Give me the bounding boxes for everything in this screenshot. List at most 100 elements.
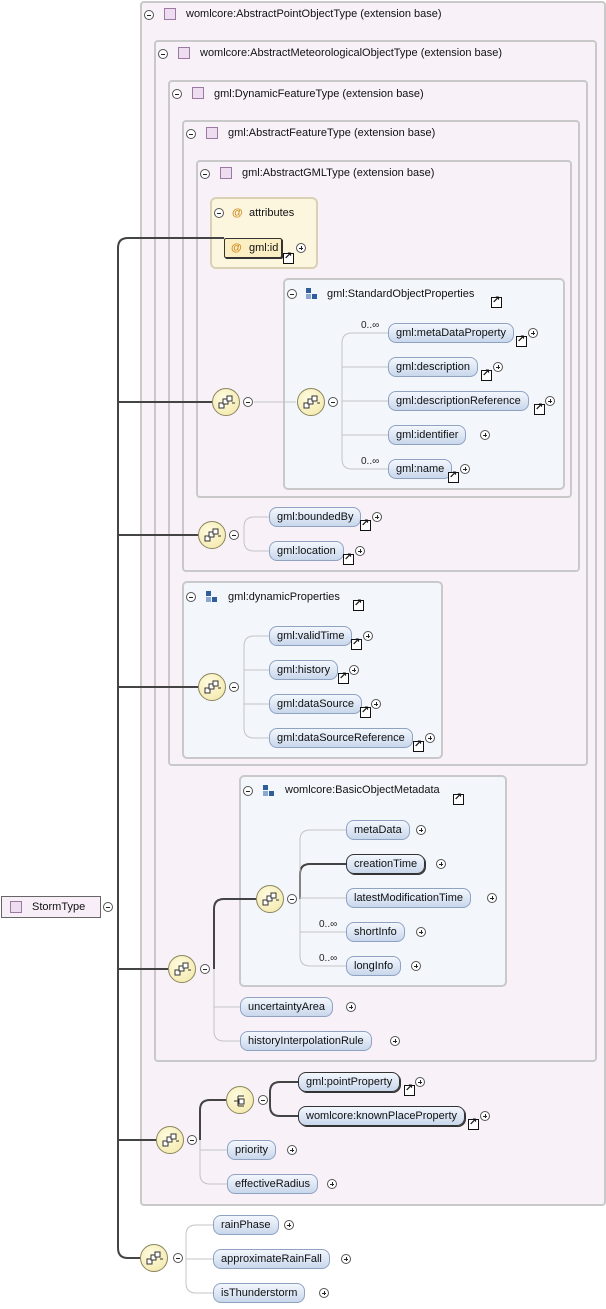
element-gml-descriptionreference[interactable]: gml:descriptionReference xyxy=(388,391,529,411)
element-rainphase[interactable]: rainPhase xyxy=(213,1215,279,1235)
expand-icon[interactable] xyxy=(480,430,490,440)
sequence-compositor-icon[interactable] xyxy=(256,885,284,913)
element-approximaterainfall[interactable]: approximateRainFall xyxy=(213,1249,330,1269)
expand-icon[interactable] xyxy=(363,631,373,641)
reference-link-icon[interactable] xyxy=(453,792,464,805)
collapse-icon[interactable] xyxy=(200,964,210,974)
complex-type-icon xyxy=(178,47,190,59)
expand-icon[interactable] xyxy=(425,733,435,743)
sequence-compositor-icon[interactable] xyxy=(168,955,196,983)
element-gml-name[interactable]: gml:name xyxy=(388,459,453,479)
reference-link-icon[interactable] xyxy=(481,368,492,381)
collapse-attributes-icon[interactable] xyxy=(214,208,224,218)
expand-icon[interactable] xyxy=(436,859,446,869)
root-element-stormtype[interactable]: StormType xyxy=(1,896,101,918)
expand-icon[interactable] xyxy=(480,1111,490,1121)
sequence-compositor-icon[interactable] xyxy=(198,521,226,549)
element-historyinterpolationrule[interactable]: historyInterpolationRule xyxy=(240,1031,372,1051)
reference-link-icon[interactable] xyxy=(491,295,502,308)
element-latestmodificationtime[interactable]: latestModificationTime xyxy=(346,888,472,908)
element-priority[interactable]: priority xyxy=(227,1140,277,1160)
expand-icon[interactable] xyxy=(327,1179,337,1189)
attribute-label: gml:id xyxy=(249,242,279,254)
collapse-abstract-gml-icon[interactable] xyxy=(200,169,210,179)
expand-icon[interactable] xyxy=(372,512,382,522)
collapse-group-icon[interactable] xyxy=(287,289,297,299)
expand-icon[interactable] xyxy=(346,1002,356,1012)
element-gml-datasource[interactable]: gml:dataSource xyxy=(269,694,363,714)
choice-compositor-icon[interactable] xyxy=(226,1086,254,1114)
collapse-icon[interactable] xyxy=(173,1253,183,1263)
collapse-dynamic-feature-icon[interactable] xyxy=(172,89,182,99)
element-gml-identifier[interactable]: gml:identifier xyxy=(388,425,467,445)
sequence-compositor-icon[interactable] xyxy=(297,388,325,416)
element-uncertaintyarea[interactable]: uncertaintyArea xyxy=(240,997,334,1017)
expand-icon[interactable] xyxy=(411,961,421,971)
attribute-gml-id[interactable]: @ gml:id xyxy=(224,238,282,258)
element-gml-metadataproperty[interactable]: gml:metaDataProperty xyxy=(388,323,515,343)
reference-link-icon[interactable] xyxy=(351,637,362,650)
element-effectiveradius[interactable]: effectiveRadius xyxy=(227,1174,319,1194)
expand-icon[interactable] xyxy=(371,699,381,709)
collapse-icon[interactable] xyxy=(258,1095,268,1105)
element-gml-pointproperty[interactable]: gml:pointProperty xyxy=(298,1072,401,1092)
group-title: gml:StandardObjectProperties xyxy=(327,288,475,300)
expand-icon[interactable] xyxy=(460,464,470,474)
element-gml-boundedby[interactable]: gml:boundedBy xyxy=(269,507,362,527)
reference-link-icon[interactable] xyxy=(404,1083,415,1096)
element-gml-description[interactable]: gml:description xyxy=(388,357,478,377)
element-isthunderstorm[interactable]: isThunderstorm xyxy=(213,1283,306,1303)
sequence-compositor-icon[interactable] xyxy=(156,1126,184,1154)
expand-icon[interactable] xyxy=(390,1036,400,1046)
element-longinfo[interactable]: longInfo xyxy=(346,956,402,976)
expand-icon[interactable] xyxy=(416,927,426,937)
collapse-icon[interactable] xyxy=(229,682,239,692)
collapse-root-icon[interactable] xyxy=(103,902,113,912)
element-shortinfo[interactable]: shortInfo xyxy=(346,922,405,942)
reference-link-icon[interactable] xyxy=(534,402,545,415)
element-metadata[interactable]: metaData xyxy=(346,820,410,840)
expand-icon[interactable] xyxy=(355,546,365,556)
expand-icon[interactable] xyxy=(415,1077,425,1087)
collapse-icon[interactable] xyxy=(287,894,297,904)
reference-link-icon[interactable] xyxy=(413,739,424,752)
reference-link-icon[interactable] xyxy=(468,1117,479,1130)
collapse-point-object-icon[interactable] xyxy=(144,10,154,20)
sequence-compositor-icon[interactable] xyxy=(212,388,240,416)
element-creationtime[interactable]: creationTime xyxy=(346,854,426,874)
reference-link-icon[interactable] xyxy=(338,671,349,684)
sequence-compositor-icon[interactable] xyxy=(140,1244,168,1272)
element-womlcore-knownplaceproperty[interactable]: womlcore:knownPlaceProperty xyxy=(298,1106,466,1126)
element-gml-validtime[interactable]: gml:validTime xyxy=(269,626,353,646)
collapse-icon[interactable] xyxy=(187,1135,197,1145)
collapse-icon[interactable] xyxy=(328,397,338,407)
expand-icon[interactable] xyxy=(487,893,497,903)
reference-link-icon[interactable] xyxy=(516,334,527,347)
reference-link-icon[interactable] xyxy=(360,705,371,718)
element-gml-location[interactable]: gml:location xyxy=(269,541,344,561)
collapse-icon[interactable] xyxy=(243,397,253,407)
reference-link-icon[interactable] xyxy=(343,552,354,565)
expand-icon[interactable] xyxy=(349,665,359,675)
expand-icon[interactable] xyxy=(493,362,503,372)
expand-icon[interactable] xyxy=(319,1288,329,1298)
expand-icon[interactable] xyxy=(296,243,306,253)
collapse-icon[interactable] xyxy=(229,530,239,540)
collapse-meteorological-icon[interactable] xyxy=(158,49,168,59)
reference-link-icon[interactable] xyxy=(448,470,459,483)
element-gml-datasourcereference[interactable]: gml:dataSourceReference xyxy=(269,728,413,748)
reference-link-icon[interactable] xyxy=(353,598,364,611)
sequence-compositor-icon[interactable] xyxy=(198,673,226,701)
expand-icon[interactable] xyxy=(284,1220,294,1230)
expand-icon[interactable] xyxy=(287,1145,297,1155)
expand-icon[interactable] xyxy=(341,1254,351,1264)
expand-icon[interactable] xyxy=(545,396,555,406)
expand-icon[interactable] xyxy=(528,328,538,338)
collapse-group-icon[interactable] xyxy=(186,592,196,602)
collapse-abstract-feature-icon[interactable] xyxy=(186,129,196,139)
element-gml-history[interactable]: gml:history xyxy=(269,660,339,680)
reference-link-icon[interactable] xyxy=(360,518,371,531)
reference-link-icon[interactable] xyxy=(283,251,294,264)
expand-icon[interactable] xyxy=(416,825,426,835)
collapse-group-icon[interactable] xyxy=(243,786,253,796)
